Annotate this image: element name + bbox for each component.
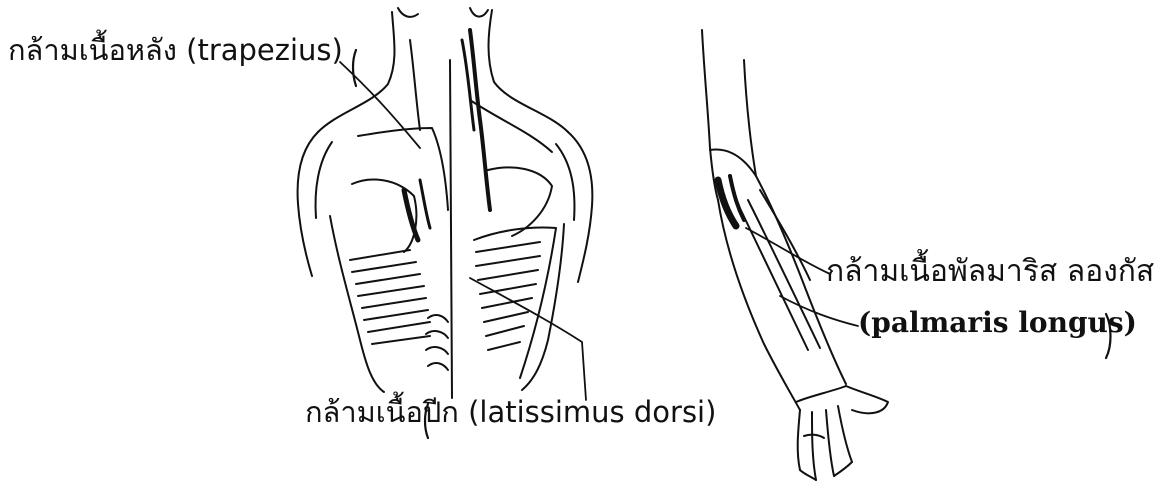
latissimus-dorsi-label: กล้ามเนื้อปีก (latissimus dorsi) [305, 398, 716, 427]
palmaris-longus-thai-label: กล้ามเนื้อพัลมาริส ลองกัส [826, 257, 1154, 287]
palmaris-longus-latin-label: (palmaris longus) [858, 309, 1137, 337]
trapezius-label: กล้ามเนื้อหลัง (trapezius) [8, 36, 343, 65]
